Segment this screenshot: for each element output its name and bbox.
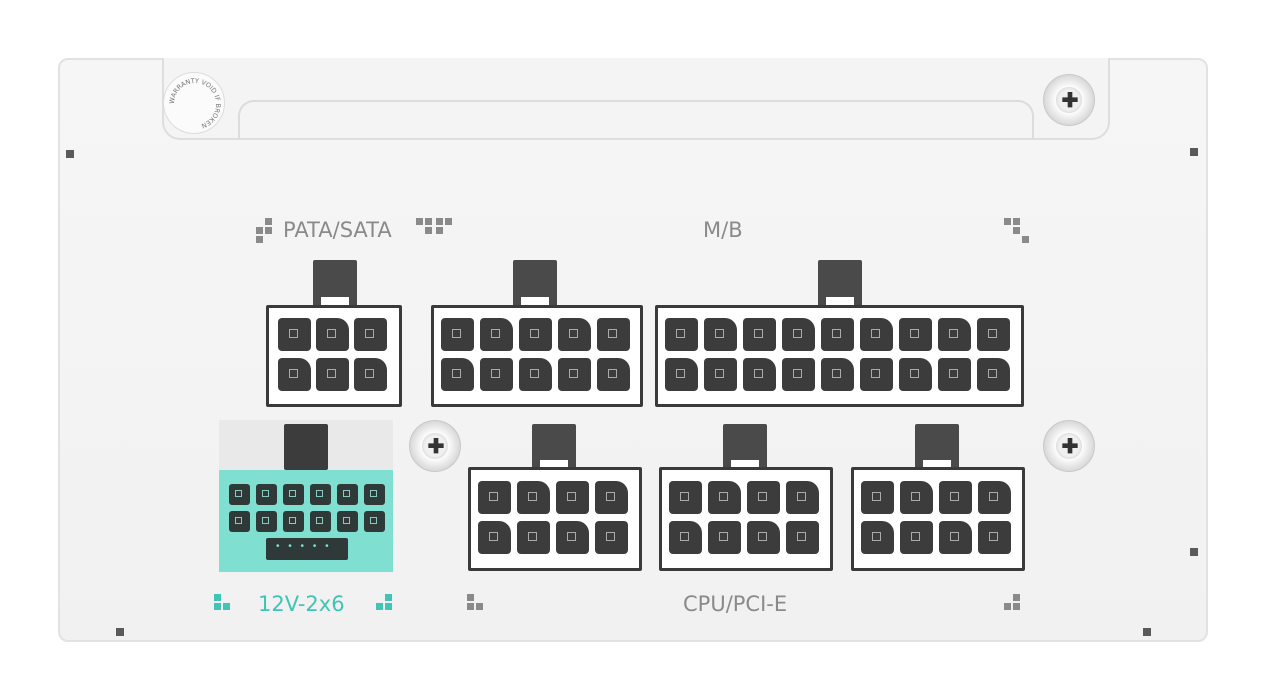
- connector-pin: [597, 358, 630, 391]
- connector-pin: [786, 481, 819, 514]
- connector-pin: [669, 481, 702, 514]
- connector-latch: [818, 260, 862, 307]
- connector-pin: [743, 358, 776, 391]
- connector-pin: [517, 481, 550, 514]
- screw-icon: ✚: [1043, 74, 1095, 126]
- connector-pin: [595, 521, 628, 554]
- panel-notch: [116, 628, 124, 636]
- panel-notch: [1190, 548, 1198, 556]
- connector-pin: [704, 318, 737, 351]
- panel-notch: [1143, 628, 1151, 636]
- connector-pin: [278, 318, 311, 351]
- connector-pin: [480, 358, 513, 391]
- connector-pin: [747, 521, 780, 554]
- sense-pins: [266, 538, 348, 560]
- connector-pin: [938, 358, 971, 391]
- connector-pin: [256, 511, 277, 532]
- warranty-sticker: WARRANTY VOID IF BROKEN: [163, 72, 225, 134]
- connector-pin: [337, 484, 358, 505]
- connector-latch: [532, 424, 576, 470]
- connector-pin: [977, 358, 1010, 391]
- 12v-2x6-connector: [219, 420, 393, 572]
- screw-icon: ✚: [409, 420, 461, 472]
- pata-sata-label: PATA/SATA: [283, 218, 392, 242]
- connector-pin: [899, 318, 932, 351]
- connector-pin: [480, 318, 513, 351]
- connector-pin: [283, 511, 304, 532]
- connector-pin: [708, 521, 741, 554]
- connector-pin: [978, 521, 1011, 554]
- connector-pin: [256, 484, 277, 505]
- connector-pin: [229, 484, 250, 505]
- connector-pin: [665, 318, 698, 351]
- connector-pin: [316, 318, 349, 351]
- top-rail-inner: [238, 100, 1034, 140]
- connector-pin: [860, 358, 893, 391]
- connector-pin: [337, 511, 358, 532]
- connector-pin: [782, 358, 815, 391]
- svg-text:WARRANTY VOID IF BROKEN: WARRANTY VOID IF BROKEN: [168, 77, 222, 130]
- connector-pin: [441, 318, 474, 351]
- connector-pin: [900, 521, 933, 554]
- connector-pin: [316, 358, 349, 391]
- connector-pin: [595, 481, 628, 514]
- panel-notch: [66, 150, 74, 158]
- connector-pin: [977, 318, 1010, 351]
- connector-pin: [517, 521, 550, 554]
- connector-pin: [860, 318, 893, 351]
- connector-pin: [556, 481, 589, 514]
- connector-latch: [723, 424, 767, 470]
- connector-pin: [519, 318, 552, 351]
- connector-pin: [665, 358, 698, 391]
- connector-pin: [556, 521, 589, 554]
- connector-latch: [513, 260, 557, 307]
- connector-pin: [278, 358, 311, 391]
- connector-pin: [441, 358, 474, 391]
- connector-pin: [939, 521, 972, 554]
- connector-pin: [519, 358, 552, 391]
- connector-latch: [313, 260, 357, 307]
- connector-pin: [861, 521, 894, 554]
- connector-pin: [229, 511, 250, 532]
- connector-pin: [354, 358, 387, 391]
- connector-pin: [939, 481, 972, 514]
- connector-pin: [938, 318, 971, 351]
- connector-pin: [669, 521, 702, 554]
- mb-label: M/B: [703, 218, 743, 242]
- connector-pin: [704, 358, 737, 391]
- connector-pin: [978, 481, 1011, 514]
- connector-pin: [743, 318, 776, 351]
- connector-pin: [364, 511, 385, 532]
- top-rail: [162, 58, 1110, 140]
- connector-pin: [708, 481, 741, 514]
- connector-latch: [915, 424, 959, 470]
- connector-pin: [354, 318, 387, 351]
- connector-pin: [786, 521, 819, 554]
- panel-notch: [1190, 148, 1198, 156]
- connector-pin: [478, 521, 511, 554]
- connector-pin: [558, 358, 591, 391]
- connector-pin: [900, 481, 933, 514]
- cpu-pcie-label: CPU/PCI-E: [683, 592, 788, 616]
- connector-pin: [597, 318, 630, 351]
- connector-pin: [899, 358, 932, 391]
- screw-icon: ✚: [1043, 420, 1095, 472]
- connector-pin: [478, 481, 511, 514]
- connector-pin: [747, 481, 780, 514]
- connector-pin: [283, 484, 304, 505]
- connector-pin: [821, 318, 854, 351]
- connector-pin: [310, 484, 331, 505]
- 12v-2x6-label: 12V-2x6: [258, 592, 345, 616]
- connector-pin: [861, 481, 894, 514]
- connector-pin: [558, 318, 591, 351]
- connector-pin: [782, 318, 815, 351]
- connector-pin: [310, 511, 331, 532]
- warranty-sticker-text: WARRANTY VOID IF BROKEN: [168, 77, 222, 130]
- connector-pin: [364, 484, 385, 505]
- connector-pin: [821, 358, 854, 391]
